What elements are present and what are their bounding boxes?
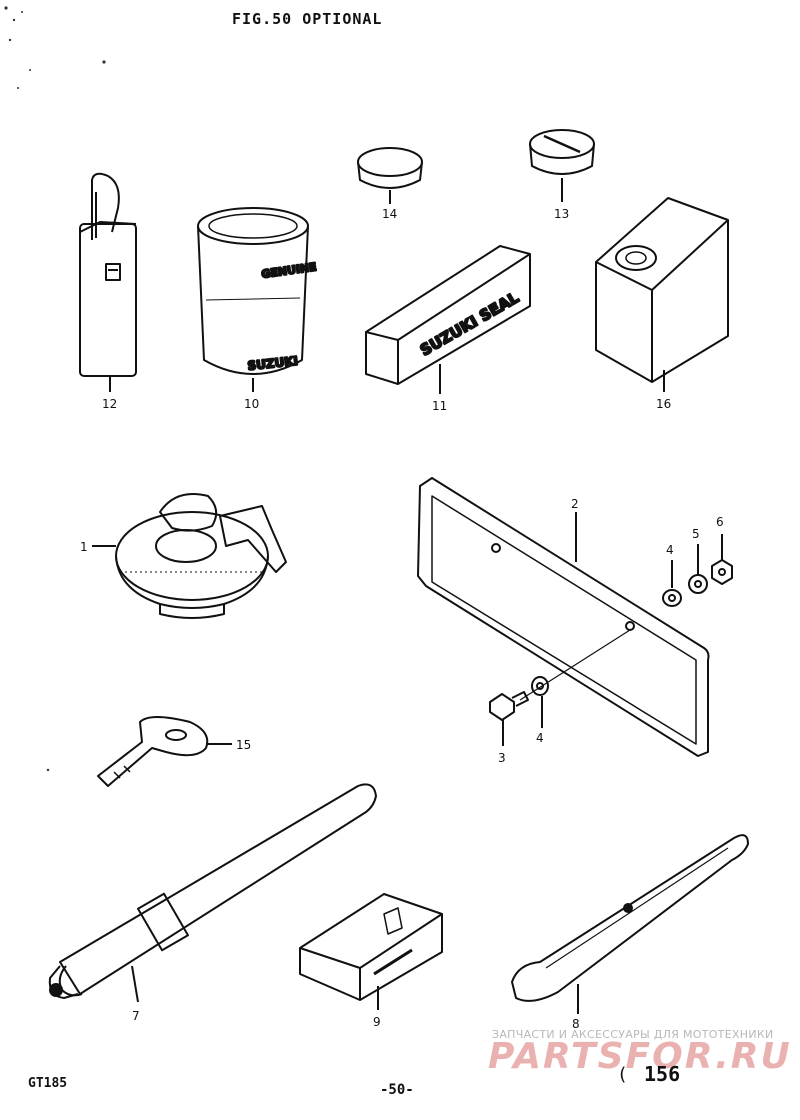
tire-lever-icon <box>511 834 749 1002</box>
can-label-line1: SUZUKI <box>247 354 299 373</box>
seal-label: SUZUKI SEAL <box>417 288 522 359</box>
callout-6: 6 <box>716 515 724 529</box>
callout-16: 16 <box>656 397 671 411</box>
callout-14: 14 <box>382 207 397 221</box>
slotted-cap-icon <box>529 129 595 175</box>
washer-icon <box>662 589 682 607</box>
reference-mark: ( <box>617 1064 628 1085</box>
callout-2: 2 <box>571 497 579 511</box>
license-plate-bracket-icon <box>417 477 710 757</box>
callout-15: 15 <box>236 738 251 752</box>
bolt-axis-line <box>519 629 631 701</box>
callout-4b: 4 <box>536 731 544 745</box>
callout-11: 11 <box>432 399 447 413</box>
figure-title: FIG.50 OPTIONAL <box>232 10 383 28</box>
bolt-icon <box>489 691 529 721</box>
tire-pump-icon <box>48 783 377 999</box>
watermark-logo: PARTSFOR.RU <box>488 1036 792 1077</box>
callout-10: 10 <box>244 397 259 411</box>
tool-pouch-icon <box>299 893 443 1001</box>
locking-fuel-cap-icon <box>115 493 287 619</box>
callout-12: 12 <box>102 397 117 411</box>
callout-4a: 4 <box>666 543 674 557</box>
callout-7: 7 <box>132 1009 140 1023</box>
reference-number: 156 <box>644 1062 681 1086</box>
callout-5: 5 <box>692 527 700 541</box>
callout-1: 1 <box>80 540 88 554</box>
hex-nut-icon <box>711 559 733 585</box>
pressure-gauge-icon <box>79 172 137 377</box>
leader-7 <box>131 965 139 1003</box>
callout-numbers: 12 10 14 13 11 16 1 2 4 5 6 3 4 15 7 9 8 <box>80 207 724 1031</box>
callout-9: 9 <box>373 1015 381 1029</box>
callout-8: 8 <box>572 1017 580 1031</box>
can-label-line2: GENUINE <box>261 260 318 281</box>
washer-lower-icon <box>531 676 549 696</box>
callout-13: 13 <box>554 207 569 221</box>
paint-can-icon <box>197 207 309 375</box>
seal-box-icon <box>365 245 531 385</box>
oil-tin-icon <box>595 197 729 383</box>
model-code: GT185 <box>28 1076 68 1091</box>
rubber-cap-icon <box>357 147 423 189</box>
watermark-caption: ЗАПЧАСТИ И АКСЕССУАРЫ ДЛЯ МОТОТЕХНИКИ <box>492 1028 774 1041</box>
callout-3: 3 <box>498 751 506 765</box>
lock-washer-icon <box>688 574 708 594</box>
ignition-key-icon <box>97 716 209 787</box>
scan-noise <box>4 6 106 772</box>
page-number: -50- <box>380 1082 414 1098</box>
